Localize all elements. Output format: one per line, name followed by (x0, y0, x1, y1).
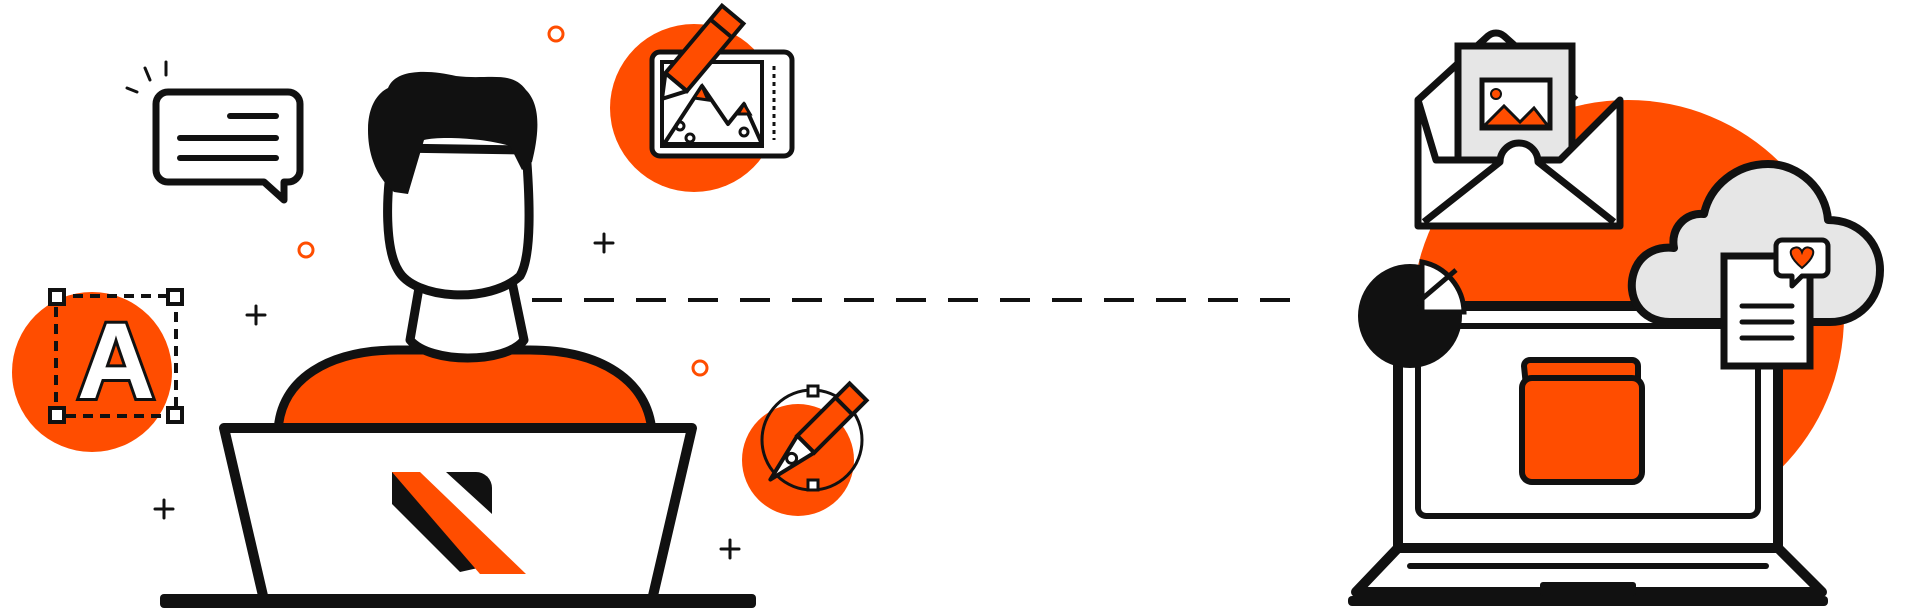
pen-tool-icon (742, 380, 870, 516)
typography-icon: A (12, 288, 184, 452)
designer-person (273, 71, 657, 437)
folder-icon (1519, 357, 1645, 485)
designer-laptop (160, 423, 756, 608)
brand-logo-icon (392, 472, 526, 574)
decorative-sparkles (125, 25, 741, 560)
email-image-icon (1414, 29, 1624, 230)
heart-document-icon (1720, 237, 1831, 370)
devices-group (1348, 29, 1884, 606)
typography-glyph: A (77, 300, 155, 421)
cloud-icon (1627, 160, 1884, 326)
image-edit-icon (610, 2, 795, 192)
pie-chart-icon (1358, 258, 1467, 368)
speech-bubble-icon (152, 88, 304, 204)
